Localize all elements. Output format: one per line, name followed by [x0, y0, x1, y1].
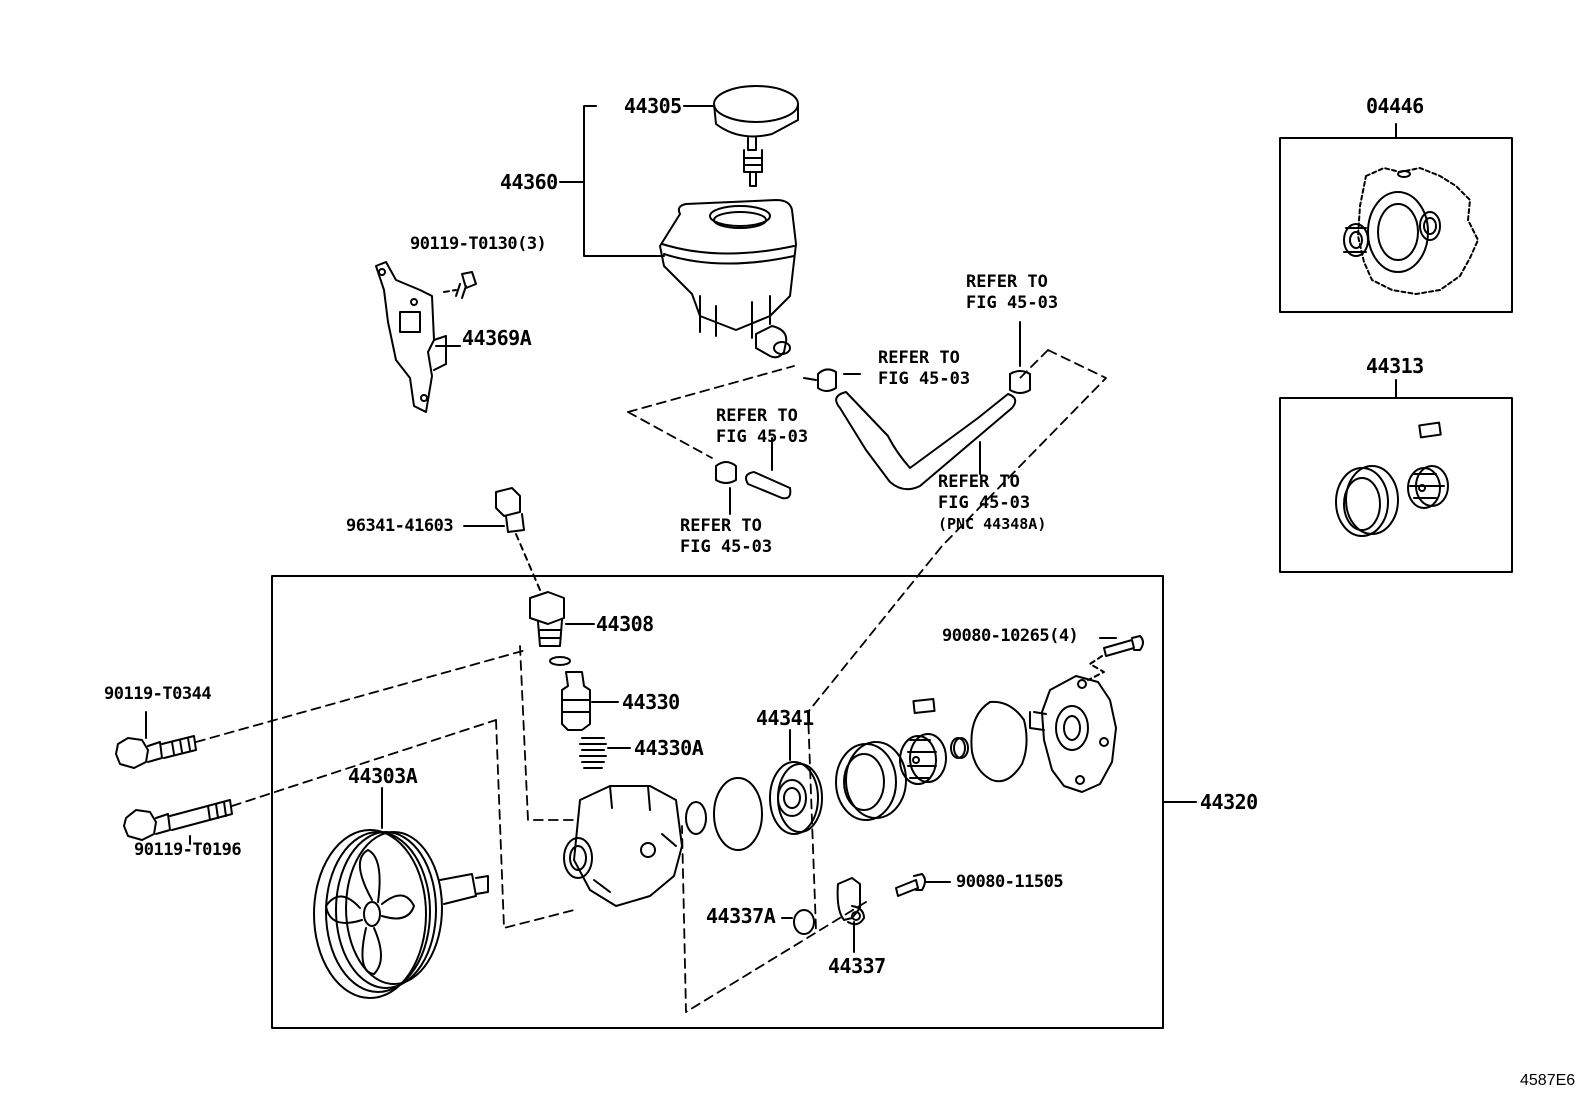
pump-body-dashed [495, 645, 575, 929]
label-90119-T0344: 90119-T0344 [104, 684, 212, 704]
pulley-44303A [313, 829, 489, 999]
reservoir-44360 [659, 199, 797, 359]
hose-clamp-3 [715, 461, 737, 484]
reservoir-cap-44305 [713, 85, 799, 187]
o-ring-small [549, 656, 571, 666]
hose-area-dashed [627, 349, 1107, 931]
kit-04446-frame [1279, 137, 1513, 313]
union-bolt-96341-41603 [495, 487, 525, 533]
label-90119-T0130: 90119-T0130(3) [410, 234, 547, 254]
gasket [970, 700, 1028, 783]
diagram-code: 4587E6 [1520, 1072, 1576, 1089]
dash-90119-T0196 [231, 719, 497, 807]
dash-90119-T0344 [195, 649, 527, 743]
label-44303A: 44303A [348, 764, 418, 788]
label-90080-10265: 90080-10265(4) [942, 626, 1079, 646]
bracket-44369A [375, 261, 447, 413]
bolt-90119-T0196 [123, 799, 233, 841]
o-ring-44337A [793, 909, 815, 935]
label-44337A: 44337A [706, 904, 776, 928]
dash-96341 [515, 533, 541, 591]
label-90080-11505: 90080-11505 [956, 872, 1064, 892]
ref-hose-pnc-line3: (PNC 44348A) [938, 515, 1047, 533]
bolt-90119-T0344 [115, 735, 197, 769]
ref-hose-pnc-line1: REFER TO [938, 472, 1020, 492]
label-90119-T0196: 90119-T0196 [134, 840, 242, 860]
rotor [899, 733, 947, 785]
snap-ring [950, 737, 969, 759]
plate-44341 [769, 761, 823, 835]
label-44330A: 44330A [634, 736, 704, 760]
spring-44330A [579, 737, 607, 769]
label-44320: 44320 [1200, 790, 1258, 814]
ref-clamp-mid: REFER TO FIG 45-03 [878, 348, 970, 390]
ref-hose-left: REFER TO FIG 45-03 [716, 406, 808, 448]
label-44305: 44305 [624, 94, 682, 118]
ref-clamp-mid-line1: REFER TO [878, 348, 960, 368]
label-04446: 04446 [1366, 94, 1424, 118]
union-44337 [836, 877, 865, 926]
label-44360: 44360 [500, 170, 558, 194]
valve-44330 [561, 671, 591, 731]
ref-clamp-bottom-line2: FIG 45-03 [680, 537, 773, 557]
label-96341-41603: 96341-41603 [346, 516, 454, 536]
label-44330: 44330 [622, 690, 680, 714]
o-ring-b [713, 777, 763, 851]
dash-90080-10265 [1087, 655, 1105, 681]
bolt-90080-10265 [1103, 635, 1144, 657]
ref-clamp-bottom: REFER TO FIG 45-03 [680, 516, 772, 558]
kit-44313-parts [1335, 421, 1449, 537]
label-44337: 44337 [828, 954, 886, 978]
label-44313: 44313 [1366, 354, 1424, 378]
hose-short [745, 471, 792, 500]
label-44369A: 44369A [462, 326, 532, 350]
cam-ring [835, 741, 907, 821]
ref-upper-right-line1: REFER TO [966, 272, 1048, 292]
bracket-dash [443, 289, 457, 293]
dash-44337 [681, 825, 867, 1013]
bolt-90080-11505 [895, 873, 926, 897]
ref-upper-right: REFER TO FIG 45-03 [966, 272, 1058, 314]
label-44341: 44341 [756, 706, 814, 730]
ref-clamp-mid-line2: FIG 45-03 [878, 369, 971, 389]
hose-44348A [835, 391, 1017, 491]
ref-hose-left-line2: FIG 45-03 [716, 427, 809, 447]
hose-clamp-1 [803, 368, 837, 392]
ref-hose-left-line1: REFER TO [716, 406, 798, 426]
ref-hose-pnc: REFER TO FIG 45-03 (PNC 44348A) [938, 472, 1046, 535]
vane [912, 697, 936, 715]
pump-body [563, 785, 683, 907]
kit-04446-parts [1343, 167, 1479, 295]
fitting-44308 [529, 591, 565, 647]
bolt-90119-T0130 [455, 271, 477, 299]
ref-upper-right-line2: FIG 45-03 [966, 293, 1059, 313]
leader-44305 [583, 105, 665, 257]
ref-hose-pnc-line2: FIG 45-03 [938, 493, 1031, 513]
label-44308: 44308 [596, 612, 654, 636]
ref-clamp-bottom-line1: REFER TO [680, 516, 762, 536]
o-ring-a [685, 801, 707, 835]
hose-clamp-2 [1009, 370, 1031, 394]
rear-housing [1029, 675, 1117, 793]
